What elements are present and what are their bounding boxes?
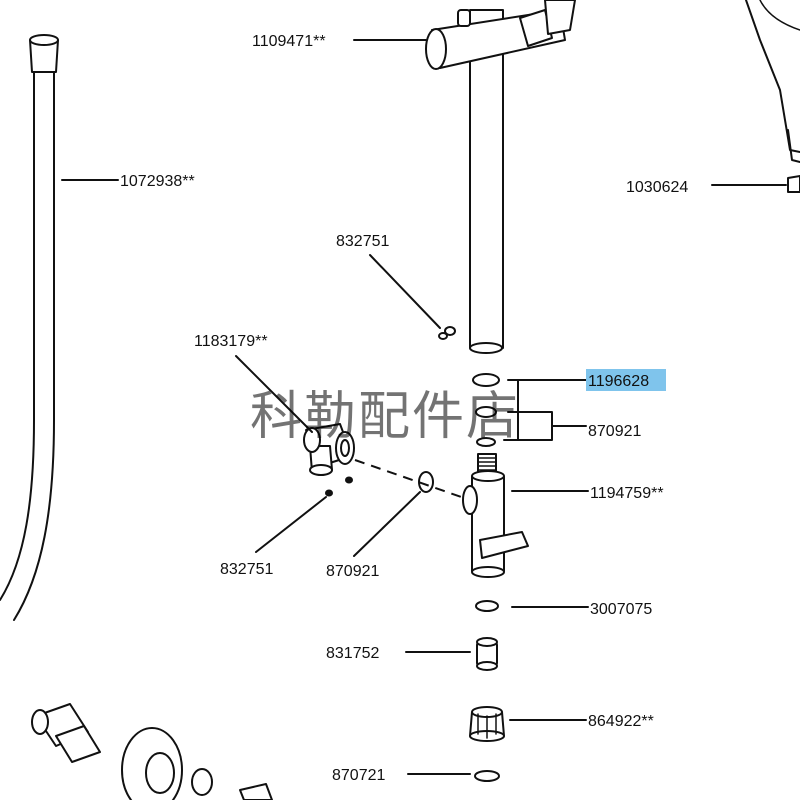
slider-part-1109471 — [425, 0, 576, 70]
label-1183179: 1183179** — [194, 333, 268, 350]
label-1194759: 1194759** — [590, 485, 664, 502]
nut-part-864922 — [469, 706, 505, 742]
label-3007075: 3007075 — [590, 601, 652, 618]
label-1109471: 1109471** — [252, 33, 326, 50]
leader-lines — [61, 39, 787, 775]
body-part-1194759 — [462, 453, 529, 578]
washer-part-870721 — [474, 770, 500, 782]
label-832751-top: 832751 — [336, 233, 389, 250]
label-highlight — [586, 369, 666, 391]
label-870921-bottom: 870921 — [326, 563, 379, 580]
label-864922: 864922** — [588, 713, 654, 730]
label-832751-bottom: 832751 — [220, 561, 273, 578]
label-1072938: 1072938** — [120, 173, 195, 190]
label-1030624: 1030624 — [626, 179, 688, 196]
label-870721: 870721 — [332, 767, 385, 784]
hand-shower-head — [745, 0, 800, 163]
screw-part-832751-top — [438, 326, 456, 340]
washer-part-3007075 — [475, 600, 499, 612]
washer-stack — [472, 373, 500, 447]
label-831752: 831752 — [326, 645, 379, 662]
elbow-part-1183179 — [303, 423, 355, 476]
label-870921-right: 870921 — [588, 423, 641, 440]
washer-part-1030624 — [787, 175, 800, 193]
label-1196628: 1196628 — [588, 373, 649, 390]
screws-part-832751-bottom — [325, 476, 353, 497]
slide-rail — [469, 9, 504, 354]
assembly-axis-line — [354, 459, 471, 501]
valve-assembly-bottom-left — [31, 703, 273, 800]
nipple-part-831752 — [476, 637, 498, 671]
watermark-text: 科勒配件店 — [250, 387, 520, 447]
hose-part-1072938 — [0, 34, 59, 621]
oring-part-870921-bottom — [418, 471, 434, 493]
